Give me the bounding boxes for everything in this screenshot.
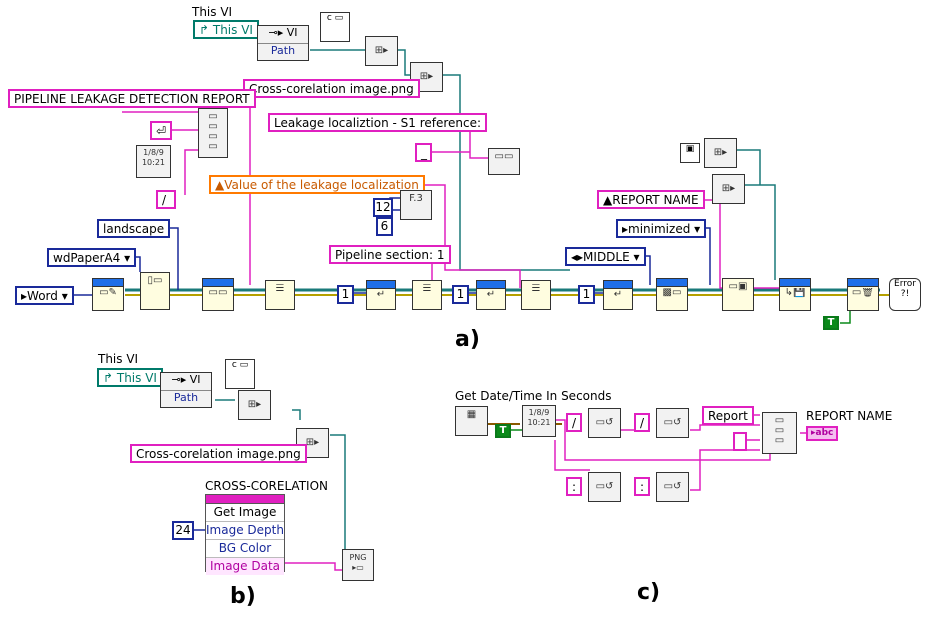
report-title-constant[interactable]: PIPELINE LEAKAGE DETECTION REPORT bbox=[8, 89, 256, 108]
caption-a: a) bbox=[455, 327, 480, 352]
close-reference-icon-b[interactable]: c ▭ bbox=[225, 359, 255, 389]
this-vi-label: This VI bbox=[192, 5, 233, 19]
set-report-window-node[interactable]: ▭▣ bbox=[722, 278, 754, 311]
caption-b: b) bbox=[230, 584, 256, 609]
graph-ref-bar bbox=[206, 495, 284, 504]
image-filename-constant[interactable]: Cross-corelation image.png bbox=[243, 79, 420, 98]
new-report-node[interactable]: ▭✎ bbox=[92, 278, 124, 311]
search-replace-node-1[interactable]: ▭↺ bbox=[588, 408, 621, 438]
true-constant-c[interactable]: T bbox=[495, 424, 511, 438]
append-image-node[interactable]: ▩▭ bbox=[656, 278, 688, 311]
slash-constant-2[interactable]: / bbox=[634, 413, 650, 432]
search-replace-node-3[interactable]: ▭↺ bbox=[588, 472, 621, 502]
property-node-vi-path[interactable]: ⊸▸ VI Path bbox=[257, 25, 309, 61]
caption-c: c) bbox=[637, 580, 661, 605]
new-line-count-2[interactable]: 1 bbox=[452, 285, 469, 304]
graph-property-node[interactable]: Get Image Image Depth BG Color Image Dat… bbox=[205, 494, 285, 575]
orientation-constant[interactable]: landscape bbox=[97, 219, 171, 238]
build-path-icon-3[interactable]: ⊞▸ bbox=[712, 174, 745, 204]
paper-size-constant[interactable]: wdPaperA4 ▾ bbox=[47, 248, 137, 267]
report-constant[interactable]: Report bbox=[702, 406, 754, 425]
report-name-indicator: ▸abc bbox=[806, 426, 839, 441]
vi-class-row-b: ⊸▸ VI bbox=[161, 373, 211, 391]
error-handler-icon[interactable]: Error?! bbox=[889, 278, 921, 311]
report-name-label: REPORT NAME bbox=[806, 409, 893, 423]
close-reference-icon[interactable]: c ▭ bbox=[320, 12, 350, 42]
precision-12-constant[interactable]: 12 bbox=[373, 198, 393, 217]
strip-path-icon-b[interactable]: ⊞▸ bbox=[238, 390, 271, 420]
report-type-constant[interactable]: ▸Word ▾ bbox=[15, 286, 74, 305]
append-text-node-3[interactable]: ☰ bbox=[521, 280, 551, 310]
prop-bg-color: BG Color bbox=[206, 540, 284, 558]
build-path-icon-2[interactable]: ⊞▸ bbox=[704, 138, 737, 168]
path-property-row: Path bbox=[270, 44, 296, 57]
search-replace-node-2[interactable]: ▭↺ bbox=[656, 408, 689, 438]
enter-constant-icon[interactable]: ⏎ bbox=[150, 121, 172, 140]
dispose-report-node[interactable]: ▭🗑 bbox=[847, 278, 879, 311]
path-property-row-b: Path bbox=[173, 391, 199, 404]
search-replace-node-4[interactable]: ▭↺ bbox=[656, 472, 689, 502]
save-report-node[interactable]: ↳💾 bbox=[779, 278, 811, 311]
leakage-reference-constant[interactable]: Leakage localiztion - S1 reference: bbox=[268, 113, 488, 132]
prop-image-depth: Image Depth bbox=[206, 522, 284, 540]
file-reference-icon[interactable]: ▣ bbox=[680, 143, 700, 163]
width-6-constant[interactable]: 6 bbox=[376, 217, 393, 236]
window-state-constant[interactable]: ▸minimized ▾ bbox=[616, 219, 707, 238]
get-date-time-node[interactable]: ▦ bbox=[455, 406, 488, 436]
append-report-text-node[interactable]: ☰ bbox=[265, 280, 295, 310]
slash-constant-1[interactable]: / bbox=[566, 413, 582, 432]
page-setup-node[interactable]: ▯▭ bbox=[140, 272, 170, 310]
write-png-node[interactable]: PNG▸▭ bbox=[342, 549, 374, 581]
colon-constant-1[interactable]: : bbox=[566, 477, 582, 496]
prop-image-data: Image Data bbox=[206, 558, 284, 575]
concatenate-strings-node[interactable]: ▭▭▭▭ bbox=[198, 108, 228, 158]
number-to-fractional-string-node[interactable]: F.3 bbox=[400, 190, 432, 220]
new-line-node-1[interactable]: ↵ bbox=[366, 280, 396, 310]
new-line-count-3[interactable]: 1 bbox=[578, 285, 595, 304]
report-name-constant[interactable]: ▲REPORT NAME bbox=[597, 190, 705, 209]
new-line-count-1[interactable]: 1 bbox=[337, 285, 354, 304]
concatenate-node-c[interactable]: ▭▭▭ bbox=[762, 412, 797, 454]
image-depth-constant[interactable]: 24 bbox=[172, 521, 194, 540]
graph-title: CROSS-CORELATION bbox=[205, 479, 328, 493]
property-node-vi-path-b[interactable]: ⊸▸ VI Path bbox=[160, 372, 212, 408]
strip-path-icon[interactable]: ⊞▸ bbox=[365, 36, 398, 66]
new-line-node-3[interactable]: ↵ bbox=[603, 280, 633, 310]
true-constant-a[interactable]: T bbox=[823, 316, 839, 330]
leakage-value-constant[interactable]: ▲Value of the leakage localization bbox=[209, 175, 425, 194]
report-header-node[interactable]: ▭▭ bbox=[202, 278, 234, 311]
prop-get-image: Get Image bbox=[206, 504, 284, 522]
image-filename-constant-b[interactable]: Cross-corelation image.png bbox=[130, 444, 307, 463]
colon-constant-2[interactable]: : bbox=[634, 477, 650, 496]
alignment-constant[interactable]: ◂▸MIDDLE ▾ bbox=[565, 247, 646, 266]
underscore-constant[interactable]: _ bbox=[415, 143, 432, 162]
pipeline-section-constant[interactable]: Pipeline section: 1 bbox=[329, 245, 451, 264]
this-vi-constant[interactable]: ↱ This VI bbox=[193, 20, 259, 39]
new-line-node-2[interactable]: ↵ bbox=[476, 280, 506, 310]
concatenate-node-2[interactable]: ▭▭ bbox=[488, 148, 520, 175]
this-vi-label-b: This VI bbox=[98, 352, 139, 366]
slash-constant[interactable]: / bbox=[156, 190, 176, 209]
get-date-time-label: Get Date/Time In Seconds bbox=[455, 389, 612, 403]
vi-class-row: ⊸▸ VI bbox=[258, 26, 308, 44]
append-text-node-2[interactable]: ☰ bbox=[412, 280, 442, 310]
empty-string-constant[interactable] bbox=[733, 432, 747, 451]
this-vi-constant-b[interactable]: ↱ This VI bbox=[97, 368, 163, 387]
